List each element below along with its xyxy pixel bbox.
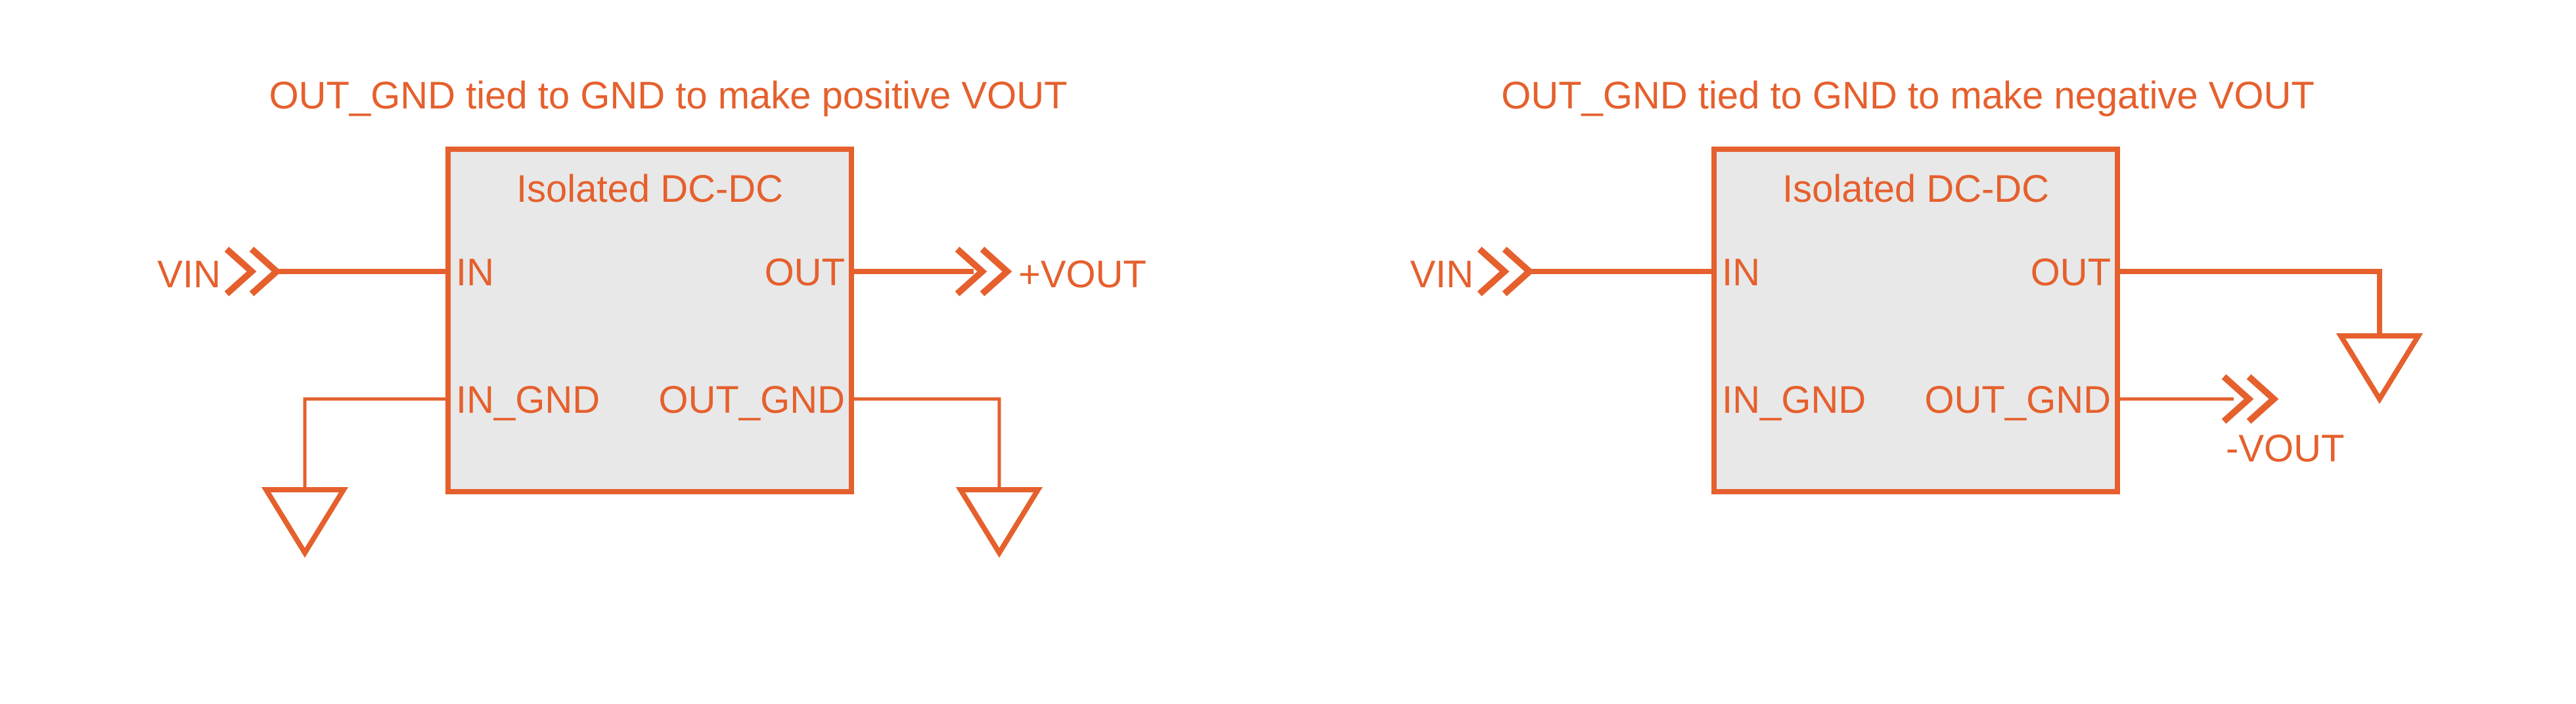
pin-in-gnd-label: IN_GND: [1722, 379, 1866, 421]
pin-in-label: IN: [456, 251, 494, 294]
input-connector-icon: [224, 246, 282, 296]
vout-label: -VOUT: [2226, 427, 2344, 470]
dcdc-block: [445, 147, 854, 494]
pin-in-label: IN: [1722, 251, 1760, 294]
pin-out-gnd-label: OUT_GND: [658, 379, 845, 421]
vout-label: +VOUT: [1018, 253, 1146, 296]
pin-out-label: OUT: [765, 251, 845, 294]
out-wire: [2117, 269, 2382, 336]
block-label: Isolated DC-DC: [516, 168, 783, 210]
diagram-negative-vout: OUT_GND tied to GND to make negative VOU…: [1410, 74, 2424, 494]
diagram-title: OUT_GND tied to GND to make positive VOU…: [269, 74, 1067, 117]
ground-icon: [955, 487, 1043, 558]
output-connector-icon: [2221, 374, 2279, 424]
block-label: Isolated DC-DC: [1782, 168, 2049, 210]
vin-label: VIN: [157, 253, 221, 296]
output-connector-icon: [955, 246, 1012, 296]
pin-in-gnd-label: IN_GND: [456, 379, 600, 421]
in-gnd-wire: [303, 397, 451, 488]
ground-icon: [2336, 333, 2424, 404]
diagram-positive-vout: OUT_GND tied to GND to make positive VOU…: [157, 74, 1146, 558]
diagram-title: OUT_GND tied to GND to make negative VOU…: [1501, 74, 2315, 117]
ground-icon: [261, 487, 349, 558]
vin-label: VIN: [1410, 253, 1474, 296]
pin-out-gnd-label: OUT_GND: [1924, 379, 2111, 421]
dcdc-block: [1711, 147, 2120, 494]
input-connector-icon: [1477, 246, 1535, 296]
pin-out-label: OUT: [2031, 251, 2111, 294]
out-gnd-wire: [851, 397, 1001, 488]
